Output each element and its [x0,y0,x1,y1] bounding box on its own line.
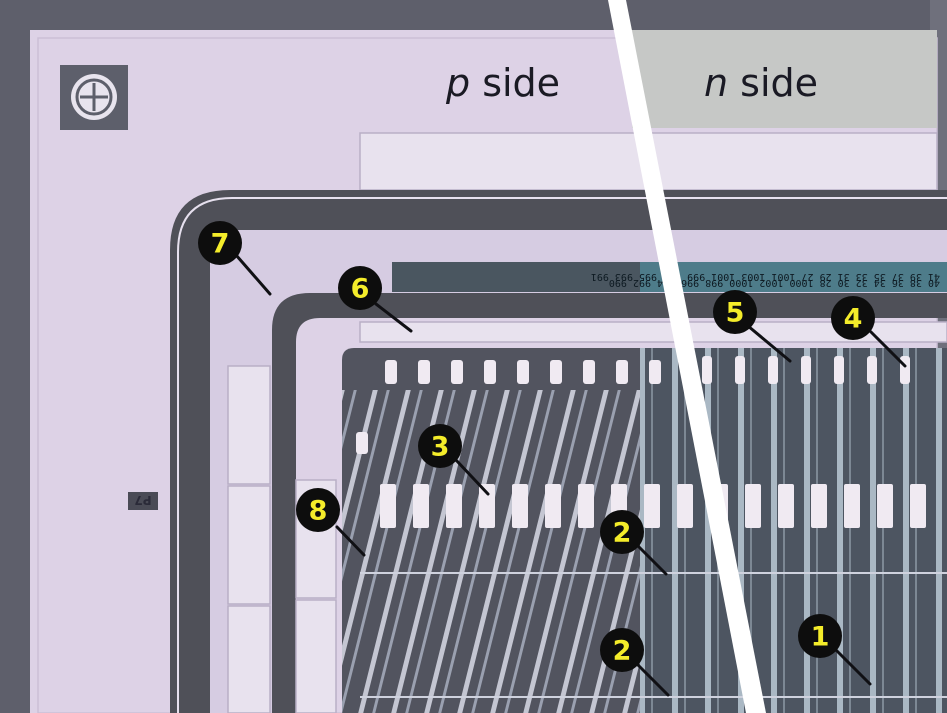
p-side-label: p side [445,61,560,105]
marker-pointers [234,253,907,697]
side-pad-3 [227,605,271,713]
guard-ring-outer-highlight [177,197,947,713]
marker-5: 5 [713,290,757,334]
chip-mark: P7 [128,492,158,510]
strip-numbers-row2: 40 38 36 34 32 30 28 1000 1002 1000 998 … [609,277,940,288]
marker-2-lower: 2 [600,628,644,672]
alignment-mark-icon [60,65,128,130]
pad-row-mid-n [712,484,926,528]
strip-numbers-row1: 41 39 37 35 33 31 29 27 1001 1003 1001 9… [591,271,940,282]
marker-7: 7 [198,221,242,265]
side-pad-1 [227,365,271,485]
n-side-panel [632,30,937,128]
side-pad-2 [227,485,271,605]
bias-line [359,321,947,343]
n-side-label: n side [704,61,818,105]
svg-text:4: 4 [844,304,863,335]
svg-text:1: 1 [811,622,830,653]
svg-text:5: 5 [726,298,745,329]
marker-6: 6 [338,266,382,310]
marker-2-upper: 2 [600,510,644,554]
marker-3: 3 [418,424,462,468]
svg-text:P7: P7 [134,493,151,507]
svg-text:3: 3 [431,432,450,463]
inner-side-pad-2 [295,599,337,713]
svg-text:7: 7 [211,229,230,260]
svg-text:2: 2 [613,636,632,667]
p-n-divider [608,0,766,713]
marker-1: 1 [798,614,842,658]
svg-text:8: 8 [309,496,328,527]
svg-text:6: 6 [351,274,370,305]
active-area [342,348,947,713]
marker-8: 8 [296,488,340,532]
pad-row-top-n [702,356,910,384]
strip-number-band-n [640,262,947,292]
marker-4: 4 [831,296,875,340]
svg-text:2: 2 [613,518,632,549]
